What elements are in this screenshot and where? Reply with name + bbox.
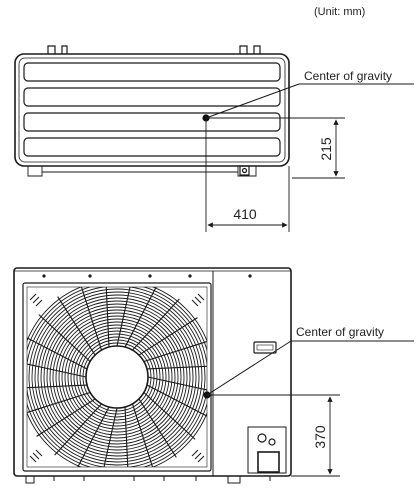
grille-ring (28, 288, 206, 466)
grille-ring (40, 300, 194, 454)
dim-370 (207, 394, 340, 477)
grille-spoke (27, 391, 91, 414)
mounting-tab-left (47, 45, 68, 54)
grille-ring (76, 336, 158, 418)
grille-spoke (124, 406, 129, 467)
dim-215-label: 215 (318, 137, 334, 161)
top-slat-1 (23, 62, 281, 82)
valve-panel (247, 426, 287, 474)
grille-spoke (27, 384, 88, 389)
bottom-fitting (239, 165, 250, 176)
grille-spoke (131, 403, 154, 467)
grille-ring (31, 291, 203, 463)
grille-ring (46, 306, 188, 448)
cog-label-top: Center of gravity (304, 69, 392, 83)
top-view (14, 45, 290, 177)
dim-410 (205, 120, 290, 232)
grille-ring (55, 315, 179, 439)
grille-ring (82, 342, 152, 412)
grille-spoke (27, 337, 88, 370)
dim-370-label: 370 (312, 425, 328, 449)
top-view-body (14, 53, 290, 167)
grille-ring (49, 309, 185, 445)
top-slat-4 (23, 137, 281, 157)
grille-spoke (38, 314, 91, 362)
grille-spoke (105, 287, 110, 348)
cog-leader-top (205, 83, 300, 119)
grille-spoke (116, 287, 131, 347)
front-feet (25, 476, 271, 484)
fan-grille (27, 287, 207, 467)
grille-spoke (147, 376, 207, 391)
grille-ring (64, 324, 170, 430)
valve-port-2 (268, 438, 276, 446)
grille-ring (70, 330, 164, 424)
grille-spoke (77, 406, 110, 467)
grille-ring (58, 318, 176, 436)
top-slat-3 (23, 112, 281, 132)
front-view-body (13, 267, 292, 477)
grille-spoke (143, 392, 196, 440)
grille-ring (43, 303, 191, 451)
grille-spoke (103, 407, 118, 467)
grille-spoke (132, 298, 180, 351)
grille-ring (52, 312, 182, 442)
grille-ring (79, 339, 155, 415)
cog-label-front: Center of gravity (296, 325, 384, 339)
dim-215 (206, 117, 345, 179)
fan-hub (85, 345, 149, 409)
fan-grille-frame (22, 282, 212, 472)
grille-spoke (138, 317, 198, 356)
service-handle (253, 341, 277, 354)
grille-ring (34, 294, 200, 460)
grille-spoke (146, 384, 207, 417)
valve-cover (257, 451, 280, 473)
front-view (13, 267, 292, 484)
grille-spoke (143, 340, 207, 363)
grille-ring (73, 333, 161, 421)
grille-ring (61, 321, 173, 433)
grille-ring (67, 327, 167, 427)
grille-spoke (27, 363, 87, 378)
grille-ring (37, 297, 197, 457)
grille-spoke (146, 365, 207, 370)
dim-410-label: 410 (233, 206, 257, 222)
grille-spoke (57, 296, 96, 356)
grille-spoke (54, 403, 102, 456)
bottom-bracket (27, 166, 257, 177)
grille-spoke (36, 398, 96, 437)
unit-note: (Unit: mm) (314, 6, 365, 18)
valve-port-1 (257, 433, 267, 443)
grille-spoke (80, 287, 103, 351)
grille-spoke (124, 287, 157, 348)
top-slat-2 (23, 87, 281, 107)
mounting-tab-right (239, 45, 261, 54)
cog-leader-front (206, 340, 292, 396)
grille-spoke (138, 398, 177, 458)
